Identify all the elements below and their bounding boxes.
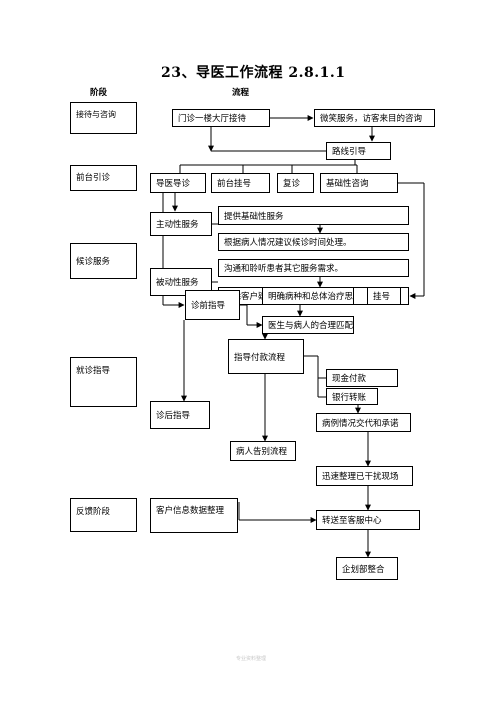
node-lobby: 门诊一楼大厅接待 [172,109,270,127]
node-match: 医生与病人的合理匹配 [262,316,354,334]
node-planning: 企划部整合 [336,557,398,580]
page-title: 23、导医工作流程 2.8.1.1 [161,65,346,81]
node-route: 路线引导 [326,142,391,160]
header-stage: 阶段 [90,88,108,98]
node-explain: 病例情况交代和承诺 [316,413,411,432]
node-cash: 现金付款 [326,369,398,387]
node-post-guide: 诊后指导 [150,401,210,429]
node-tidy: 迅速整理已干扰现场 [316,466,413,486]
node-farewell: 病人告别流程 [230,441,296,461]
node-smile: 微笑服务，访客来目的咨询 [314,109,435,127]
stage-consult: 就诊指导 [70,357,137,407]
node-suggest-wait: 根据病人情况建议候诊时间处理。 [218,233,409,251]
node-communicate: 沟通和聆听患者其它服务需求。 [218,259,409,277]
stage-waiting: 候诊服务 [70,243,137,279]
node-guide: 导医导诊 [150,173,206,193]
node-active-service: 主动性服务 [150,212,212,236]
node-provide-basic: 提供基础性服务 [218,206,409,225]
node-payment-flow: 指导付款流程 [228,339,304,374]
node-pre-guide: 诊前指导 [185,290,240,320]
node-register-front: 前台挂号 [211,173,270,193]
stage-feedback: 反馈阶段 [70,498,137,532]
node-clarify: 明确病种和总体治疗思路 [262,287,354,305]
node-revisit: 复诊 [277,173,314,193]
node-bank: 银行转账 [326,388,378,405]
stage-front-desk: 前台引诊 [70,165,137,191]
header-process: 流程 [232,88,250,98]
node-customer-info: 客户信息数据整理 [150,498,238,533]
node-register: 挂号 [367,287,401,305]
stage-reception: 接待与咨询 [70,102,137,134]
node-transfer: 转送至客服中心 [316,510,420,530]
footer-watermark: 专业资料整理 [236,656,267,662]
node-basic-consult: 基础性咨询 [320,173,398,193]
